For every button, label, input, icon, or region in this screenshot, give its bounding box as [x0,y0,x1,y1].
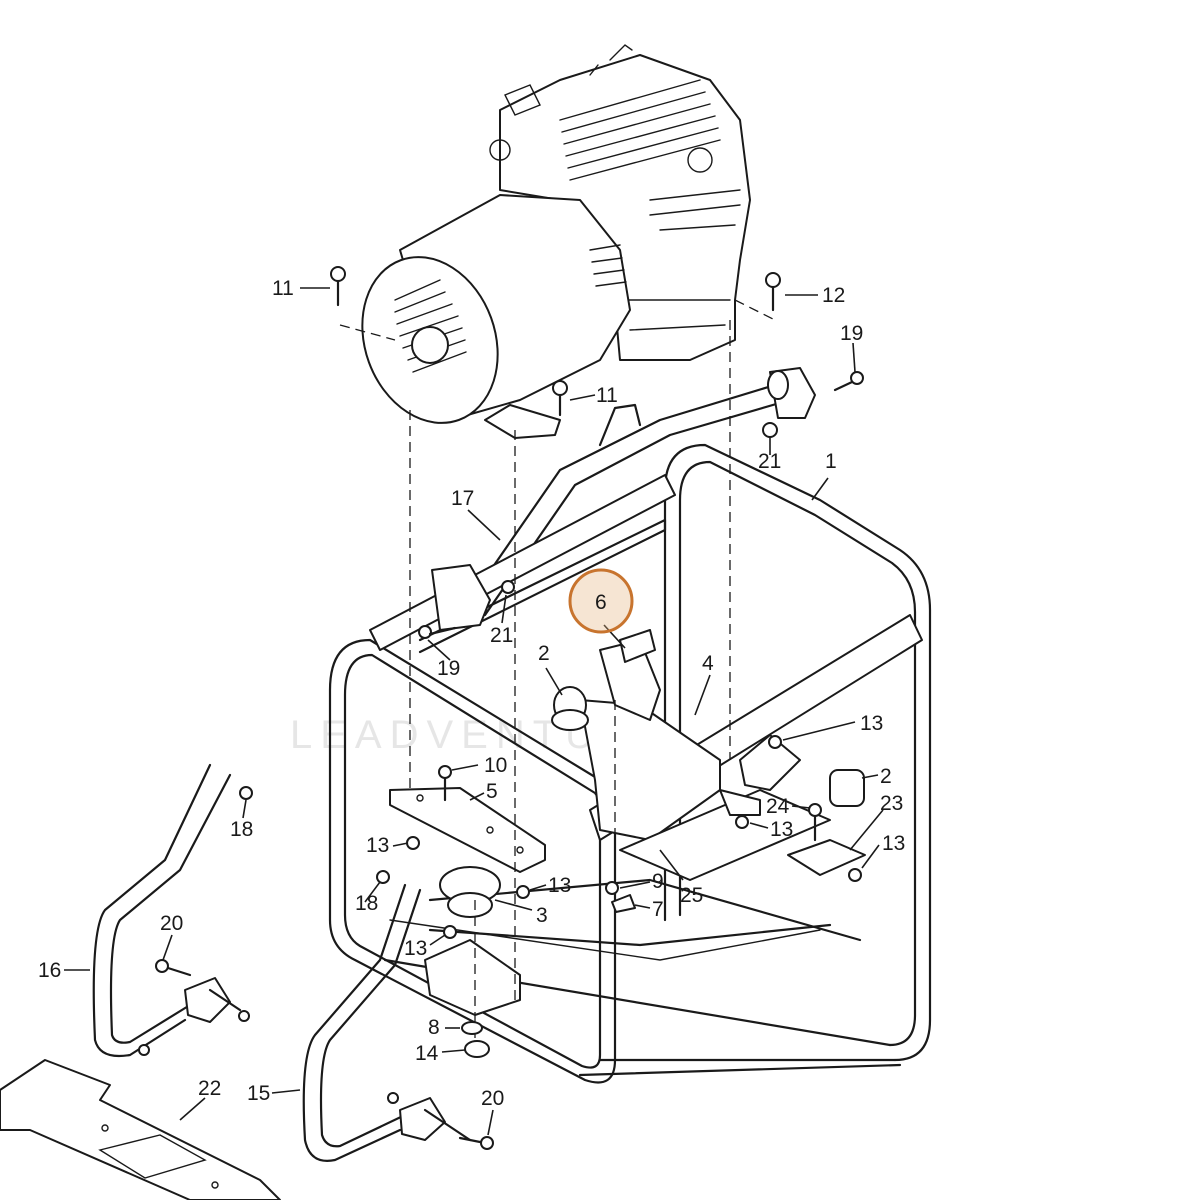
callout-14[interactable]: 14 [415,1042,439,1065]
callout-13[interactable]: 13 [404,937,427,960]
callout-13[interactable]: 13 [770,818,793,841]
callout-13[interactable]: 13 [548,874,571,897]
callout-9[interactable]: 9 [652,870,664,893]
callout-16[interactable]: 16 [38,959,61,982]
callout-13[interactable]: 13 [366,834,389,857]
isolator-3[interactable] [439,866,501,918]
isolator-2-right[interactable] [787,769,866,876]
callout-12[interactable]: 12 [822,284,845,307]
engine-generator-assembly [361,44,751,439]
callout-2[interactable]: 2 [538,642,550,665]
callout-24[interactable]: 24 [766,795,790,818]
mount-channel-4[interactable] [579,639,721,841]
callout-23[interactable]: 23 [880,792,903,815]
fasteners [138,266,864,1150]
callout-17[interactable]: 17 [451,487,474,510]
bracket-6[interactable] [619,629,656,663]
bracket-17[interactable] [431,564,491,631]
callout-21[interactable]: 21 [490,624,513,647]
callout-20[interactable]: 20 [481,1087,504,1110]
side-handle-15[interactable] [302,883,472,1162]
callout-2[interactable]: 2 [880,765,892,788]
side-handle-16[interactable] [92,763,242,1058]
mount-plate-left[interactable] [389,787,546,873]
callout-13[interactable]: 13 [860,712,883,735]
isolator-2-left[interactable] [551,686,589,731]
alignment-lines [339,299,776,1040]
callout-1[interactable]: 1 [825,450,837,473]
base-pan-22[interactable] [0,1059,281,1200]
callout-21[interactable]: 21 [758,450,781,473]
mount-foot-bottom[interactable] [424,939,521,1016]
callout-11[interactable]: 11 [596,384,618,407]
leader-lines [64,287,884,1136]
bracket-right-13[interactable] [719,734,801,816]
highlight-label[interactable]: 6 [595,591,607,614]
highlighted-callout-6[interactable]: 6 [568,568,634,634]
callout-22[interactable]: 22 [198,1077,221,1100]
callout-20[interactable]: 20 [160,912,183,935]
callout-19[interactable]: 19 [840,322,863,345]
callout-4[interactable]: 4 [702,652,714,675]
callout-25[interactable]: 25 [680,884,703,907]
callout-11[interactable]: 11 [272,277,294,300]
callout-10[interactable]: 10 [484,754,507,777]
callout-18[interactable]: 18 [355,892,378,915]
callout-19[interactable]: 19 [437,657,460,680]
cross-plate [389,919,821,961]
callout-5[interactable]: 5 [486,780,498,803]
callout-18[interactable]: 18 [230,818,253,841]
mount-channel-25[interactable] [619,789,831,881]
callout-3[interactable]: 3 [536,904,548,927]
callout-8[interactable]: 8 [428,1016,440,1039]
callout-15[interactable]: 15 [247,1082,270,1105]
callout-labels: 11 11 12 19 21 1 17 21 19 2 4 13 2 23 24… [38,277,905,1110]
callout-7[interactable]: 7 [652,898,664,921]
callout-13[interactable]: 13 [882,832,905,855]
highlight-ring [568,568,634,634]
